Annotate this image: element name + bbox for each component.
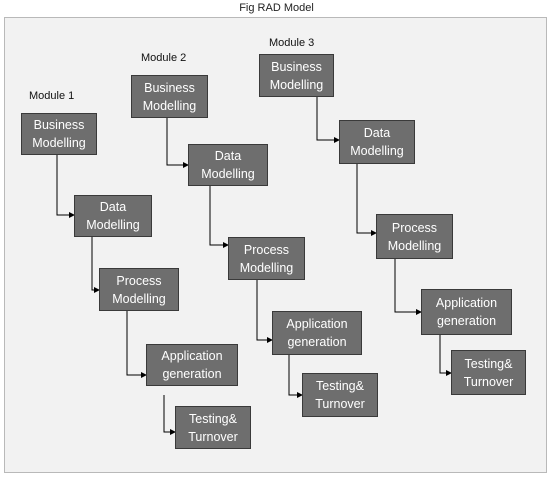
- m2-testing-turnover-box: Testing& Turnover: [302, 373, 378, 417]
- m1-data-modelling-box: Data Modelling: [74, 195, 152, 237]
- m3-testing-turnover-box: Testing& Turnover: [451, 350, 526, 395]
- m3-connector-4: [439, 335, 452, 376]
- m3-connector-2: [356, 164, 377, 236]
- m1-testing-turnover-box: Testing& Turnover: [175, 406, 251, 449]
- m3-application-generation-box: Application generation: [421, 289, 512, 335]
- module-1-label: Module 1: [29, 90, 75, 102]
- m1-connector-1: [56, 155, 75, 218]
- m2-connector-3: [256, 280, 273, 343]
- m1-connector-2: [91, 237, 100, 293]
- m2-connector-4: [288, 355, 303, 398]
- m1-process-modelling-box: Process Modelling: [99, 268, 179, 311]
- m2-business-modelling-box: Business Modelling: [131, 75, 208, 118]
- m3-data-modelling-box: Data Modelling: [339, 120, 415, 164]
- m2-data-modelling-box: Data Modelling: [188, 144, 268, 186]
- m3-connector-1: [316, 97, 340, 143]
- m2-application-generation-box: Application generation: [272, 311, 362, 355]
- m1-application-generation-box: Application generation: [146, 344, 238, 386]
- module-2-label: Module 2: [141, 52, 187, 64]
- m1-connector-4: [163, 395, 176, 435]
- m1-connector-3: [126, 310, 147, 378]
- m3-business-modelling-box: Business Modelling: [259, 54, 334, 97]
- m1-business-modelling-box: Business Modelling: [21, 113, 97, 155]
- m2-connector-1: [166, 118, 189, 168]
- m3-connector-3: [394, 259, 422, 315]
- m2-process-modelling-box: Process Modelling: [228, 237, 305, 280]
- m2-connector-2: [209, 186, 229, 248]
- diagram-title: Fig RAD Model: [239, 2, 314, 14]
- m3-process-modelling-box: Process Modelling: [376, 214, 453, 259]
- module-3-label: Module 3: [269, 37, 315, 49]
